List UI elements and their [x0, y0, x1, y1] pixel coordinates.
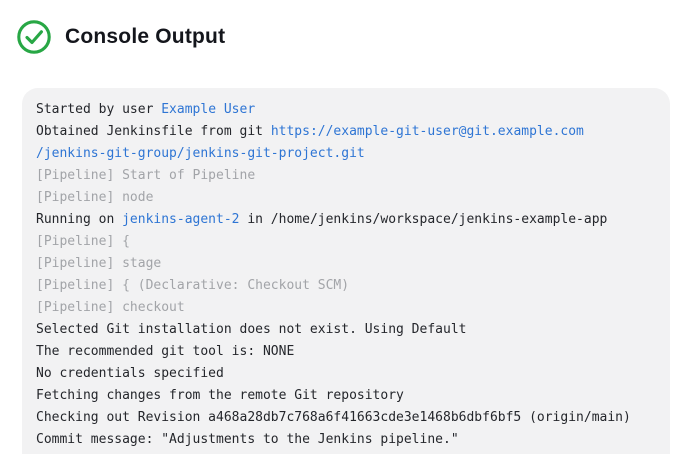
console-text: Running on: [36, 212, 123, 227]
success-check-circle-icon: [16, 19, 52, 55]
console-text: Commit message: "Adjustments to the Jenk…: [36, 432, 459, 447]
console-line: [Pipeline] node: [36, 187, 656, 209]
page-header: Console Output: [0, 0, 686, 60]
console-text: [Pipeline] stage: [36, 256, 162, 271]
console-line: Started by user Example User: [36, 99, 656, 121]
console-line: Checking out Revision a468a28db7c768a6f4…: [36, 407, 656, 429]
console-line: [Pipeline] stage: [36, 253, 656, 275]
console-line: The recommended git tool is: NONE: [36, 341, 656, 363]
console-line: [Pipeline] checkout: [36, 297, 656, 319]
console-line: Obtained Jenkinsfile from git https://ex…: [36, 121, 656, 143]
console-line: No credentials specified: [36, 363, 656, 385]
console-line: [Pipeline] { (Declarative: Checkout SCM): [36, 275, 656, 297]
console-line: Running on jenkins-agent-2 in /home/jenk…: [36, 209, 656, 231]
console-link[interactable]: https://example-git-user@git.example.com: [270, 124, 584, 139]
console-line: Fetching changes from the remote Git rep…: [36, 385, 656, 407]
console-line: /jenkins-git-group/jenkins-git-project.g…: [36, 143, 656, 165]
console-line: [Pipeline] {: [36, 231, 656, 253]
console-text: Obtained Jenkinsfile from git: [36, 124, 271, 139]
console-text: Fetching changes from the remote Git rep…: [36, 388, 404, 403]
console-text: [Pipeline] checkout: [36, 300, 185, 315]
console-text: Checking out Revision a468a28db7c768a6f4…: [36, 410, 631, 425]
page-title: Console Output: [65, 25, 226, 48]
console-link[interactable]: /jenkins-git-group/jenkins-git-project.g…: [36, 146, 365, 161]
console-line: Selected Git installation does not exist…: [36, 319, 656, 341]
console-text: Started by user: [36, 102, 162, 117]
console-text: in /home/jenkins/workspace/jenkins-examp…: [239, 212, 608, 227]
console-link[interactable]: jenkins-agent-2: [122, 212, 240, 227]
console-text: Selected Git installation does not exist…: [36, 322, 467, 337]
console-line: [Pipeline] Start of Pipeline: [36, 165, 656, 187]
console-text: [Pipeline] node: [36, 190, 154, 205]
console-text: No credentials specified: [36, 366, 224, 381]
console-text: The recommended git tool is: NONE: [36, 344, 295, 359]
console-link[interactable]: Example User: [161, 102, 256, 117]
console-text: [Pipeline] { (Declarative: Checkout SCM): [36, 278, 350, 293]
console-text: [Pipeline] {: [36, 234, 130, 249]
console-line: Commit message: "Adjustments to the Jenk…: [36, 429, 656, 451]
console-text: [Pipeline] Start of Pipeline: [36, 168, 256, 183]
